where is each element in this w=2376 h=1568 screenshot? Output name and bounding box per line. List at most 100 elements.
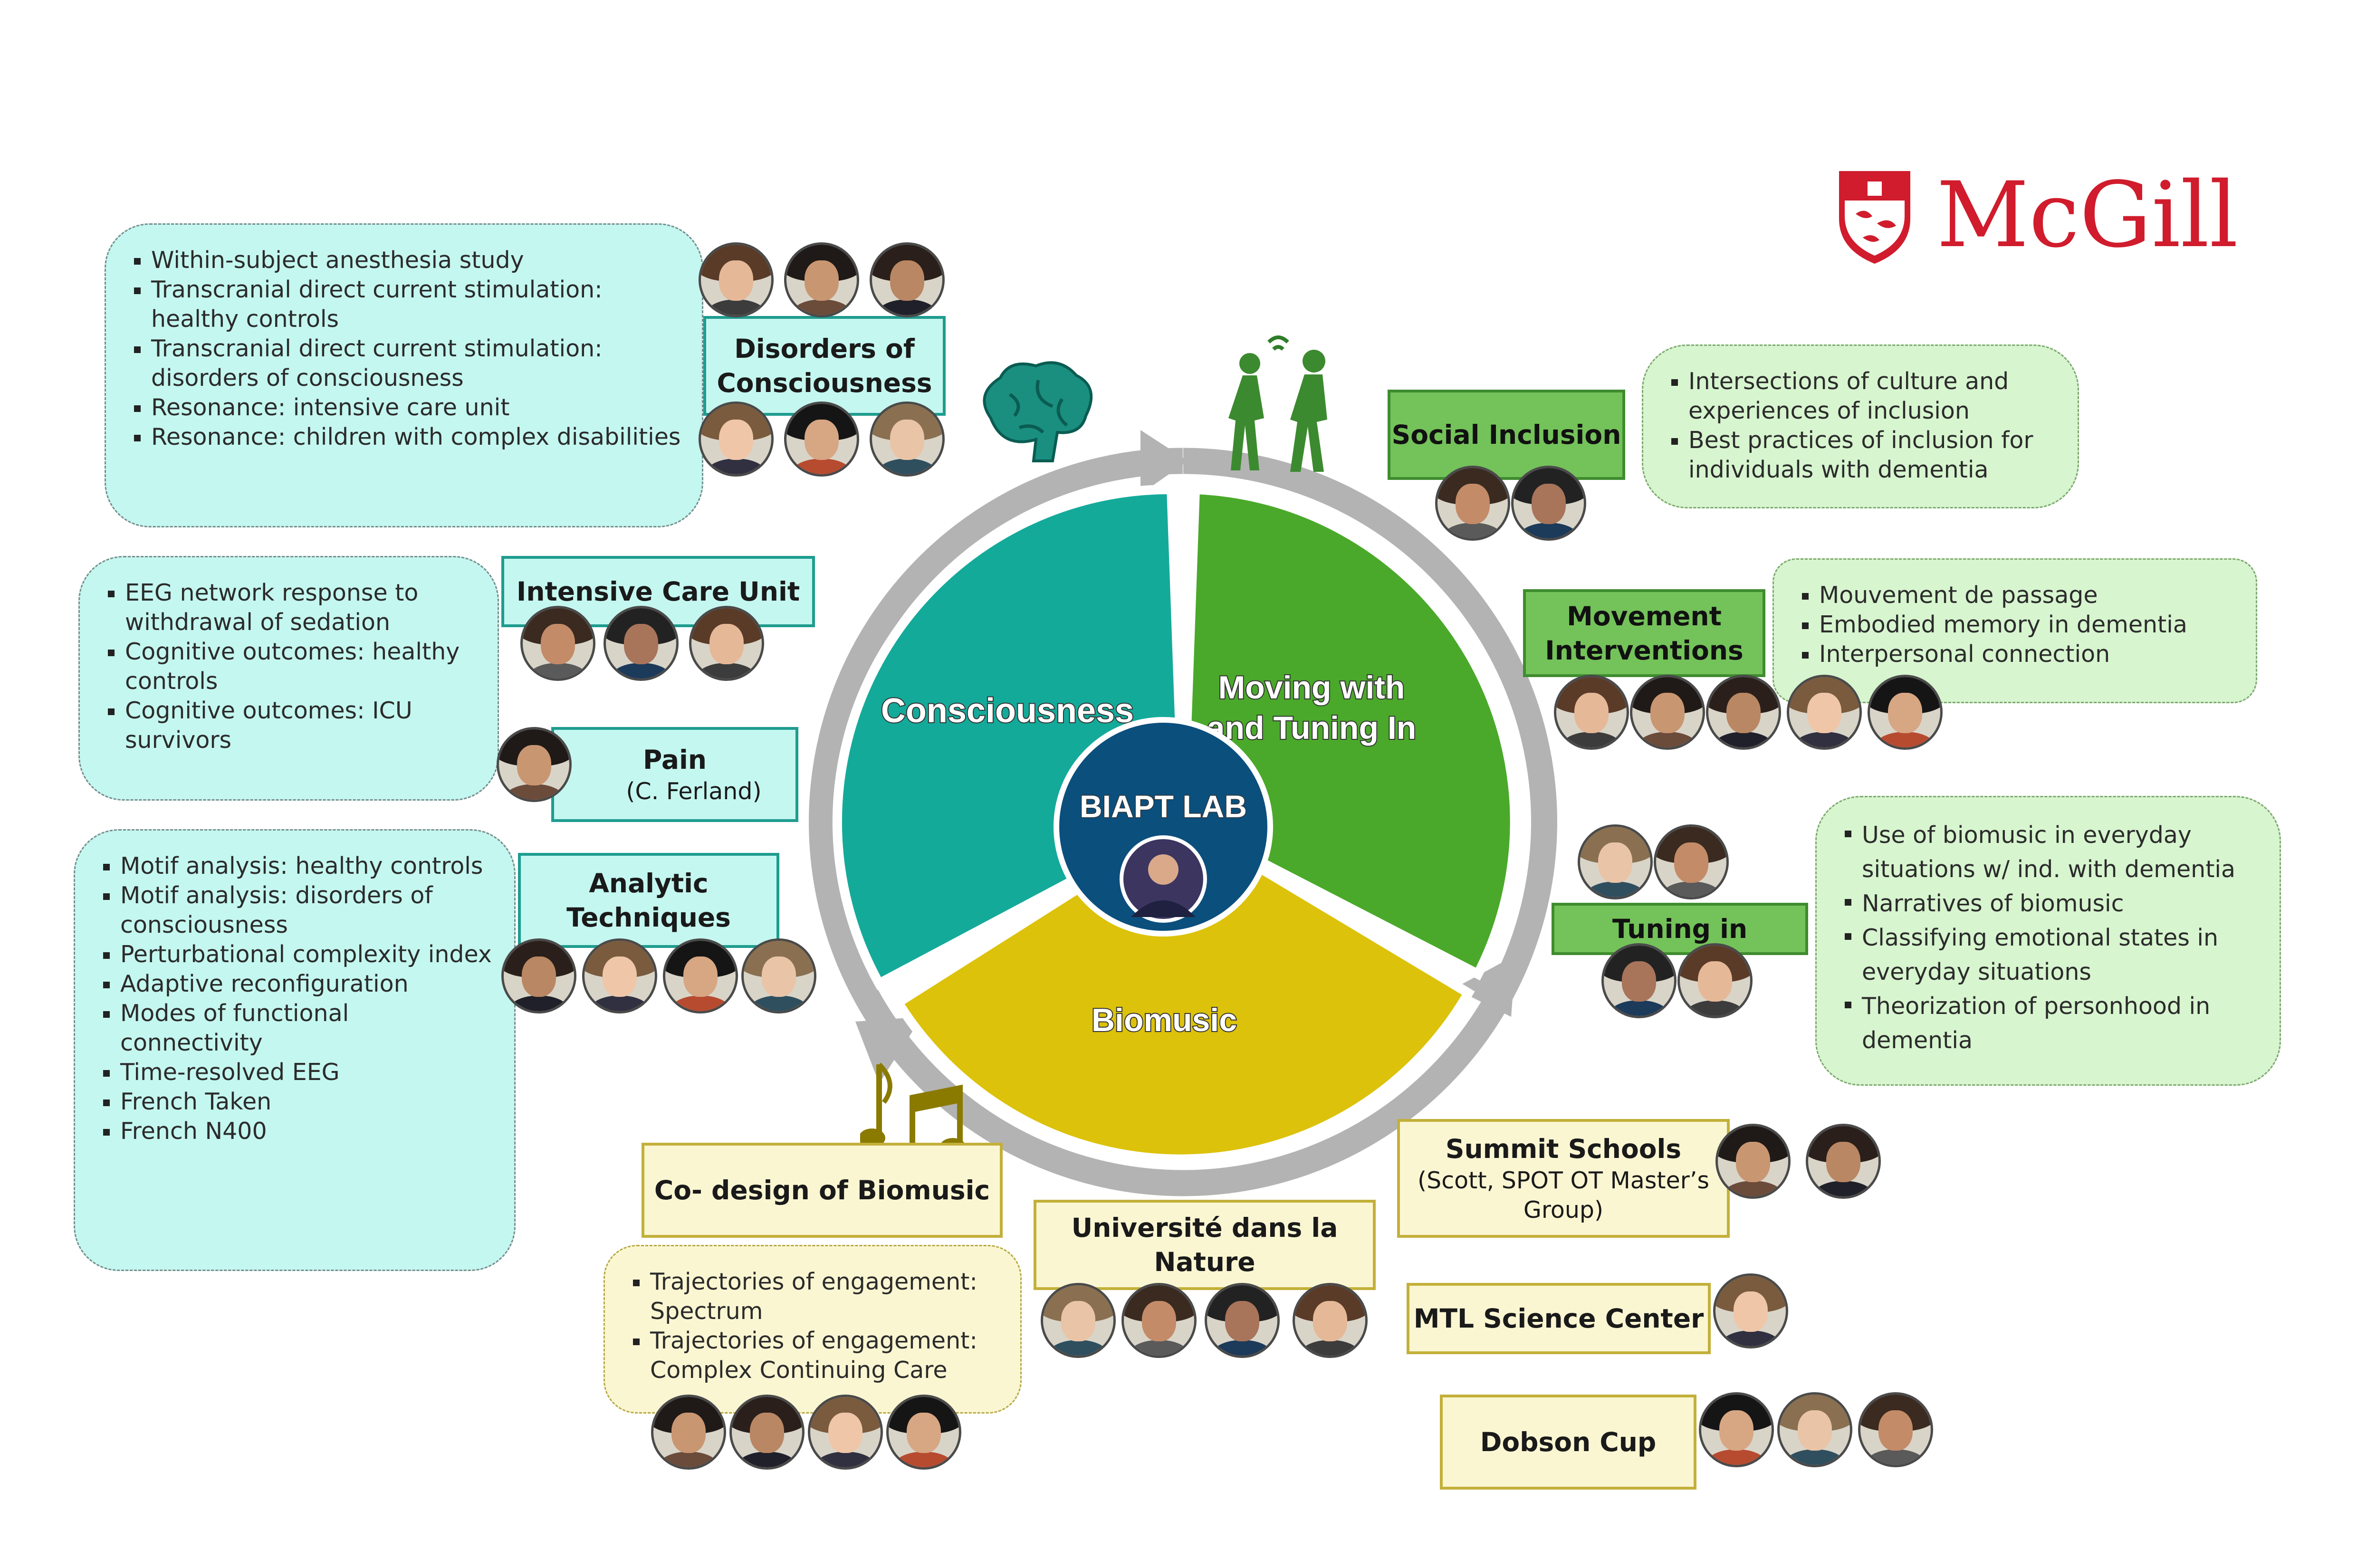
list-item: Perturbational complexity index <box>103 940 495 969</box>
member-avatar <box>1677 943 1753 1018</box>
list-item: Narratives of biomusic <box>1845 887 2261 921</box>
arrow-head-right <box>1454 955 1516 1017</box>
list-item: Resonance: children with complex disabil… <box>134 422 683 452</box>
disorders-label[interactable]: Disorders of Consciousness <box>703 316 946 416</box>
list-item: French N400 <box>103 1117 495 1146</box>
codesign-label[interactable]: Co- design of Biomusic <box>642 1143 1003 1238</box>
mtl-label[interactable]: MTL Science Center <box>1407 1283 1711 1354</box>
list-item: French Taken <box>103 1087 495 1117</box>
mcgill-logo: McGill <box>1834 165 2262 271</box>
list-item: Mouvement de passage <box>1802 581 2237 610</box>
list-item: Cognitive outcomes: ICU survivors <box>108 696 479 755</box>
member-avatar <box>741 938 816 1013</box>
member-avatar <box>663 938 738 1013</box>
codesign-bubble: Trajectories of engagement: Spectrum Tra… <box>604 1245 1022 1414</box>
tuning-bubble: Use of biomusic in everyday situations w… <box>1815 796 2281 1086</box>
member-avatar <box>1121 1283 1197 1358</box>
member-avatar <box>1787 675 1862 750</box>
member-avatar <box>886 1395 961 1470</box>
sector-biomusic[interactable] <box>891 816 1475 1164</box>
member-avatar <box>1806 1124 1881 1199</box>
member-avatar <box>520 606 595 681</box>
dobson-label[interactable]: Dobson Cup <box>1440 1395 1696 1490</box>
member-avatar <box>1041 1283 1116 1358</box>
member-avatar <box>729 1395 805 1470</box>
list-item: Theorization of personhood in dementia <box>1845 989 2261 1058</box>
list-item: Within-subject anesthesia study <box>134 246 683 275</box>
member-avatar <box>1205 1283 1280 1358</box>
member-avatar <box>651 1395 726 1470</box>
list-item: Modes of functional connectivity <box>103 999 495 1058</box>
list-item: Motif analysis: healthy controls <box>103 851 495 881</box>
member-avatar <box>1511 466 1586 541</box>
member-avatar <box>1654 824 1729 899</box>
list-item: Motif analysis: disorders of consciousne… <box>103 881 495 940</box>
brain-icon <box>983 361 1093 462</box>
member-avatar <box>497 727 572 802</box>
summit-title: Summit Schools <box>1445 1134 1682 1164</box>
hub-title: BIAPT LAB <box>1080 789 1247 824</box>
cycle-arrow-ring <box>809 448 1557 1196</box>
member-avatar <box>1715 1124 1791 1199</box>
member-avatar <box>1554 675 1629 750</box>
sector-label-biomusic: Biomusic <box>1092 1002 1237 1038</box>
social-bubble: Intersections of culture and experiences… <box>1642 344 2079 508</box>
sector-label-moving-2: and Tuning In <box>1207 710 1417 746</box>
member-avatar <box>699 402 774 477</box>
list-item: Best practices of inclusion for individu… <box>1671 426 2059 485</box>
list-item: Trajectories of engagement: Complex Cont… <box>633 1326 1001 1385</box>
research-wheel: Consciousness Moving with and Tuning In … <box>809 430 1557 1196</box>
list-item: Cognitive outcomes: healthy controls <box>108 637 479 696</box>
arrow-head-left <box>855 1017 922 1083</box>
member-avatar <box>1777 1392 1852 1467</box>
list-item: Embodied memory in dementia <box>1802 610 2237 640</box>
member-avatar <box>699 242 774 317</box>
summit-subtitle: (Scott, SPOT OT Master’s Group) <box>1418 1167 1709 1224</box>
list-item: Transcranial direct current stimulation:… <box>134 275 683 334</box>
member-avatar <box>870 242 945 317</box>
member-avatar <box>604 606 679 681</box>
member-avatar <box>1868 675 1943 750</box>
member-avatar <box>1293 1283 1368 1358</box>
mcgill-crest-icon <box>1839 171 1910 264</box>
list-item: Classifying emotional states in everyday… <box>1845 921 2261 989</box>
member-avatar <box>1706 675 1781 750</box>
sector-label-consciousness: Consciousness <box>881 692 1134 730</box>
member-avatar <box>1699 1392 1774 1467</box>
member-avatar <box>1578 824 1653 899</box>
sector-label-moving-1: Moving with <box>1218 669 1405 706</box>
member-avatar <box>1601 943 1677 1018</box>
summit-label[interactable]: Summit Schools (Scott, SPOT OT Master’s … <box>1397 1119 1730 1238</box>
member-avatar <box>1630 675 1705 750</box>
member-avatar <box>870 402 945 477</box>
member-avatar <box>1858 1392 1933 1467</box>
member-avatar <box>784 402 859 477</box>
list-item: Trajectories of engagement: Spectrum <box>633 1267 1001 1326</box>
analytic-label[interactable]: Analytic Techniques <box>518 853 779 948</box>
list-item: Time-resolved EEG <box>103 1058 495 1087</box>
social-label[interactable]: Social Inclusion <box>1388 390 1625 480</box>
list-item: Use of biomusic in everyday situations w… <box>1845 818 2261 887</box>
hub-circle <box>1054 717 1273 937</box>
pain-subtitle: (C. Ferland) <box>626 778 762 805</box>
member-avatar <box>501 938 576 1013</box>
tuning-label[interactable]: Tuning in <box>1552 903 1808 955</box>
list-item: Intersections of culture and experiences… <box>1671 367 2059 426</box>
member-avatar <box>1435 466 1510 541</box>
movement-label[interactable]: Movement Interventions <box>1523 589 1765 677</box>
member-avatar <box>784 242 859 317</box>
walking-people-icon <box>1228 335 1327 472</box>
universite-label[interactable]: Université dans la Nature <box>1034 1200 1376 1290</box>
icu-bubble: EEG network response to withdrawal of se… <box>78 556 499 801</box>
analytic-bubble: Motif analysis: healthy controls Motif a… <box>74 829 516 1271</box>
list-item: Interpersonal connection <box>1802 640 2237 669</box>
disorders-bubble: Within-subject anesthesia study Transcra… <box>105 223 703 527</box>
pain-label[interactable]: Pain (C. Ferland) <box>551 727 798 822</box>
member-avatar <box>689 606 764 681</box>
member-avatar <box>808 1395 883 1470</box>
pain-title: Pain <box>643 745 707 775</box>
list-item: Transcranial direct current stimulation:… <box>134 334 683 393</box>
member-avatar <box>582 938 657 1013</box>
arrow-head-top <box>1140 430 1188 494</box>
